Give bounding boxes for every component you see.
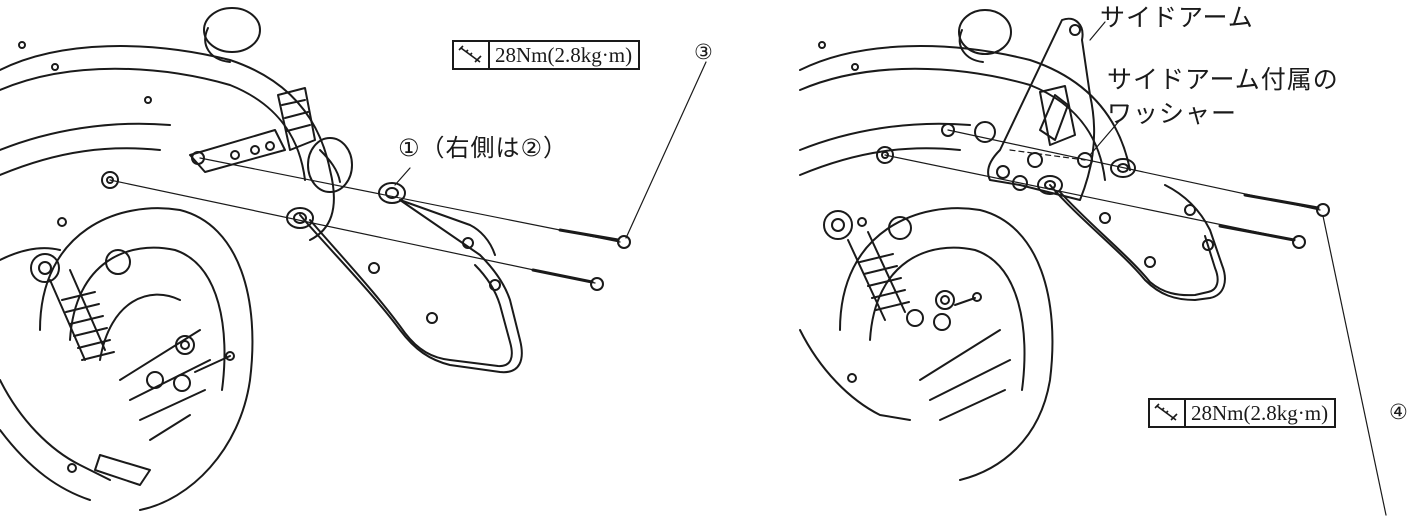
left-motorcycle-rear xyxy=(0,7,353,511)
right-motorcycle-rear xyxy=(799,9,1131,481)
right-side-arm xyxy=(987,17,1096,201)
right-bolts xyxy=(884,21,1387,516)
torque-value: 28Nm(2.8kg·m) xyxy=(1191,401,1329,425)
side-arm-label: サイドアーム xyxy=(1100,3,1254,32)
left-bolts xyxy=(109,61,707,291)
right-torque-spec: 28Nm(2.8kg·m) xyxy=(1148,398,1337,428)
bolt-number-3: ③ xyxy=(694,40,713,64)
bolt-number-4: ④ xyxy=(1389,400,1408,424)
bracket-label: ①（右側は②） xyxy=(398,134,569,162)
left-torque-spec: 28Nm(2.8kg·m) xyxy=(452,40,641,70)
torque-wrench-icon xyxy=(1150,400,1186,426)
washer-label-line2: ワッシャー xyxy=(1107,99,1238,128)
left-side-bracket xyxy=(286,182,523,374)
washer-label-line1: サイドアーム付属の xyxy=(1107,65,1339,94)
torque-value: 28Nm(2.8kg·m) xyxy=(495,43,633,67)
right-side-bracket xyxy=(1012,152,1226,301)
torque-wrench-icon xyxy=(454,42,490,68)
